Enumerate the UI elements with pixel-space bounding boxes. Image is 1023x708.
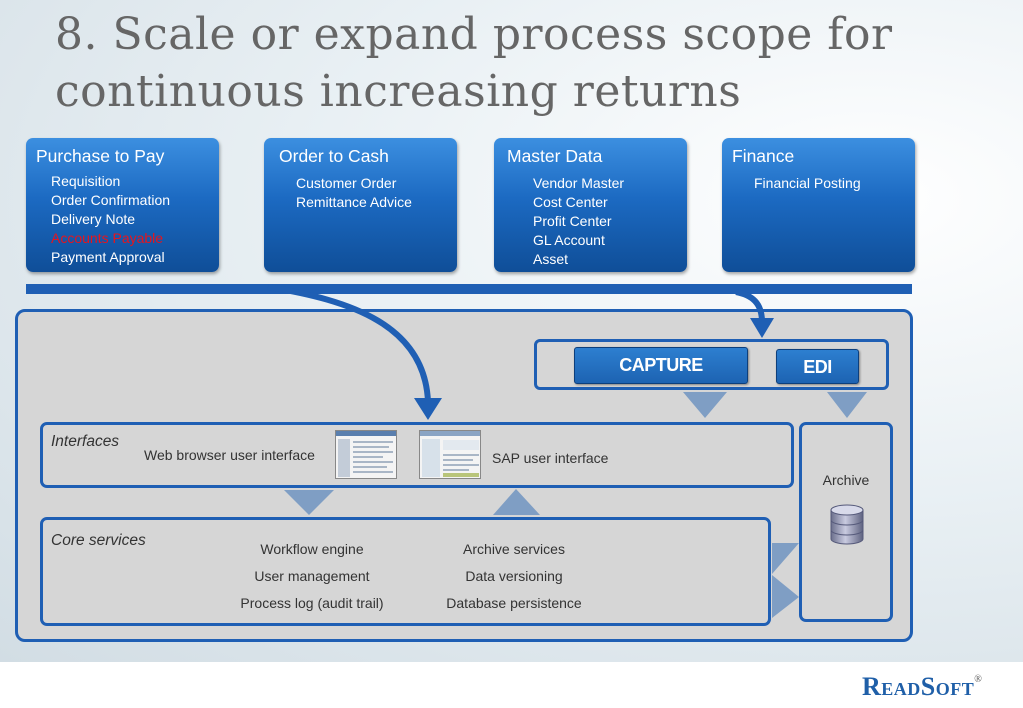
process-box-finance: Finance Financial Posting [722,138,915,272]
edi-button[interactable]: EDI [776,349,859,384]
sap-screenshot-thumbnail [419,430,481,479]
archive-panel: Archive [799,422,893,622]
process-items: Vendor Master Cost Center Profit Center … [533,174,624,269]
process-item: Asset [533,251,569,267]
process-item: Cost Center [533,194,608,210]
process-item: Requisition [51,173,121,189]
sap-ui-label: SAP user interface [492,450,609,466]
slide-title: 8. Scale or expand process scope for con… [55,6,1015,120]
process-items: Financial Posting [754,174,861,193]
core-service-item: Workflow engine [260,541,364,557]
interfaces-panel: Interfaces Web browser user interface SA… [40,422,794,488]
process-title: Purchase to Pay [36,146,165,166]
process-bus-bar [26,284,912,294]
web-ui-label: Web browser user interface [144,447,315,463]
database-icon [830,504,864,545]
process-title: Order to Cash [279,146,389,166]
core-service-item: Database persistence [446,595,582,611]
process-item: Vendor Master [533,175,625,191]
process-items: Requisition Order Confirmation Delivery … [51,172,170,267]
capture-button[interactable]: CAPTURE [574,347,748,384]
core-service-item: Process log (audit trail) [240,595,384,611]
core-service-item: Archive services [463,541,565,557]
process-item: Payment Approval [51,249,165,265]
process-item-highlighted: Accounts Payable [51,230,164,246]
process-box-order-to-cash: Order to Cash Customer Order Remittance … [264,138,457,272]
core-service-item: Data versioning [465,568,563,584]
archive-label: Archive [822,472,870,488]
process-item: Remittance Advice [296,194,412,210]
title-line-1: 8. Scale or expand process scope for [55,9,893,60]
core-services-label: Core services [51,532,146,549]
process-item: GL Account [533,232,605,248]
process-title: Master Data [507,146,603,166]
process-items: Customer Order Remittance Advice [296,174,412,212]
process-title: Finance [732,146,795,166]
process-box-purchase-to-pay: Purchase to Pay Requisition Order Confir… [26,138,219,272]
process-box-master-data: Master Data Vendor Master Cost Center Pr… [494,138,687,272]
registered-mark: ® [974,674,983,685]
process-item: Customer Order [296,175,397,191]
process-item: Profit Center [533,213,612,229]
logo-text: ReadSoft [862,672,975,701]
interfaces-label: Interfaces [51,433,120,450]
process-item: Delivery Note [51,211,136,227]
core-services-panel: Core services Workflow engine User manag… [40,517,771,626]
title-line-2: continuous increasing returns [55,66,742,117]
readsoft-logo: ReadSoft® [862,672,982,702]
web-browser-screenshot-thumbnail [335,430,397,479]
core-service-item: User management [254,568,370,584]
process-item: Order Confirmation [51,192,171,208]
process-item: Financial Posting [754,175,861,191]
